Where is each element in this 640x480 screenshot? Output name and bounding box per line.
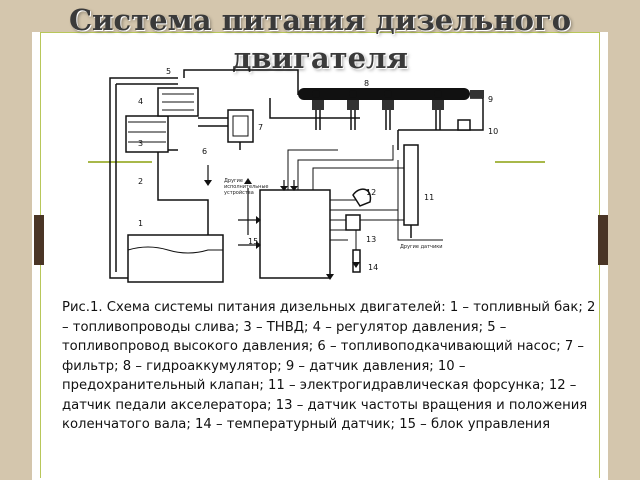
label-9: 9 — [488, 95, 493, 104]
electrohydraulic-injector — [403, 144, 419, 226]
figure-caption: Рис.1. Схема системы питания дизельных д… — [62, 300, 596, 432]
label-11: 11 — [424, 193, 434, 202]
label-7: 7 — [258, 123, 263, 132]
other-devices-line1: Другие — [224, 178, 243, 184]
side-tab-right — [598, 215, 608, 265]
other-sensors-label: Другие датчики — [400, 244, 443, 250]
hp-pump — [125, 115, 169, 153]
fuel-filter — [227, 109, 254, 143]
label-5: 5 — [166, 67, 171, 76]
accent-line-left — [88, 161, 152, 163]
return-line-outer — [109, 77, 178, 279]
page-title-line1: Система питания дизельного — [68, 3, 572, 37]
label-14: 14 — [368, 263, 378, 272]
label-15: 15 — [248, 237, 258, 246]
label-4: 4 — [138, 97, 143, 106]
label-13: 13 — [366, 235, 376, 244]
ecu-block — [259, 189, 331, 279]
accent-line-right — [495, 161, 545, 163]
pedal-sensor — [352, 188, 372, 207]
label-3: 3 — [138, 139, 143, 148]
high-pressure-line — [183, 69, 299, 95]
other-devices-line2: исполнительные — [224, 184, 268, 190]
label-8: 8 — [364, 79, 369, 88]
other-devices-line3: устройства — [224, 189, 254, 196]
label-1: 1 — [138, 219, 143, 228]
label-12: 12 — [366, 188, 376, 197]
label-6: 6 — [202, 147, 207, 156]
fuel-tank — [127, 234, 224, 283]
fuel-system-diagram: 5 4 3 6 7 8 9 10 11 12 13 14 15 2 1 Друг… — [109, 67, 498, 283]
page-title-line2: двигателя — [232, 41, 408, 75]
label-2: 2 — [138, 177, 143, 186]
side-tab-left — [34, 215, 44, 265]
label-10: 10 — [488, 127, 498, 136]
